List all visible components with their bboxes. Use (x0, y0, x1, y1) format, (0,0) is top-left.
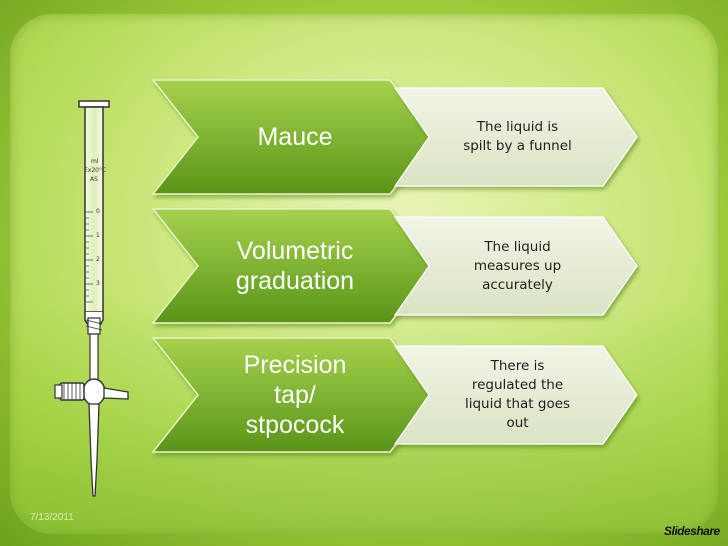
burette-label: Ex20°C (84, 167, 107, 174)
burette-scale-0: 0 (96, 208, 100, 215)
term-chevron-3 (151, 337, 436, 453)
description-label-2: The liquid measures up accurately (473, 238, 562, 293)
description-label-1: The liquid is spilt by a funnel (463, 119, 572, 154)
description-chevron-2 (393, 216, 638, 316)
burette-scale-2: 2 (96, 256, 100, 263)
burette-scale-1: 1 (96, 232, 100, 239)
burette-label: ml (91, 158, 99, 165)
term-chevron-2 (151, 208, 436, 324)
description-chevron-1 (393, 87, 638, 187)
burette-label: AS (90, 176, 98, 183)
burette-scale-3: 3 (96, 280, 100, 287)
term-label-3: Precision tap/ stpocock (243, 351, 347, 439)
description-chevron-3 (393, 345, 638, 445)
burette-label-group: ml Ex20°C AS (84, 157, 106, 184)
term-label-1: Mauce (257, 123, 333, 151)
burette-graduations (85, 211, 93, 303)
term-label-2: Volumetric graduation (235, 237, 355, 295)
burette-tip (88, 403, 100, 497)
term-chevron-1 (151, 79, 436, 195)
description-label-3: There is regulated the liquid that goes … (464, 358, 571, 431)
footer-date: 7/13/2011 (30, 512, 74, 523)
slideshare-logo: Slideshare (664, 524, 720, 538)
